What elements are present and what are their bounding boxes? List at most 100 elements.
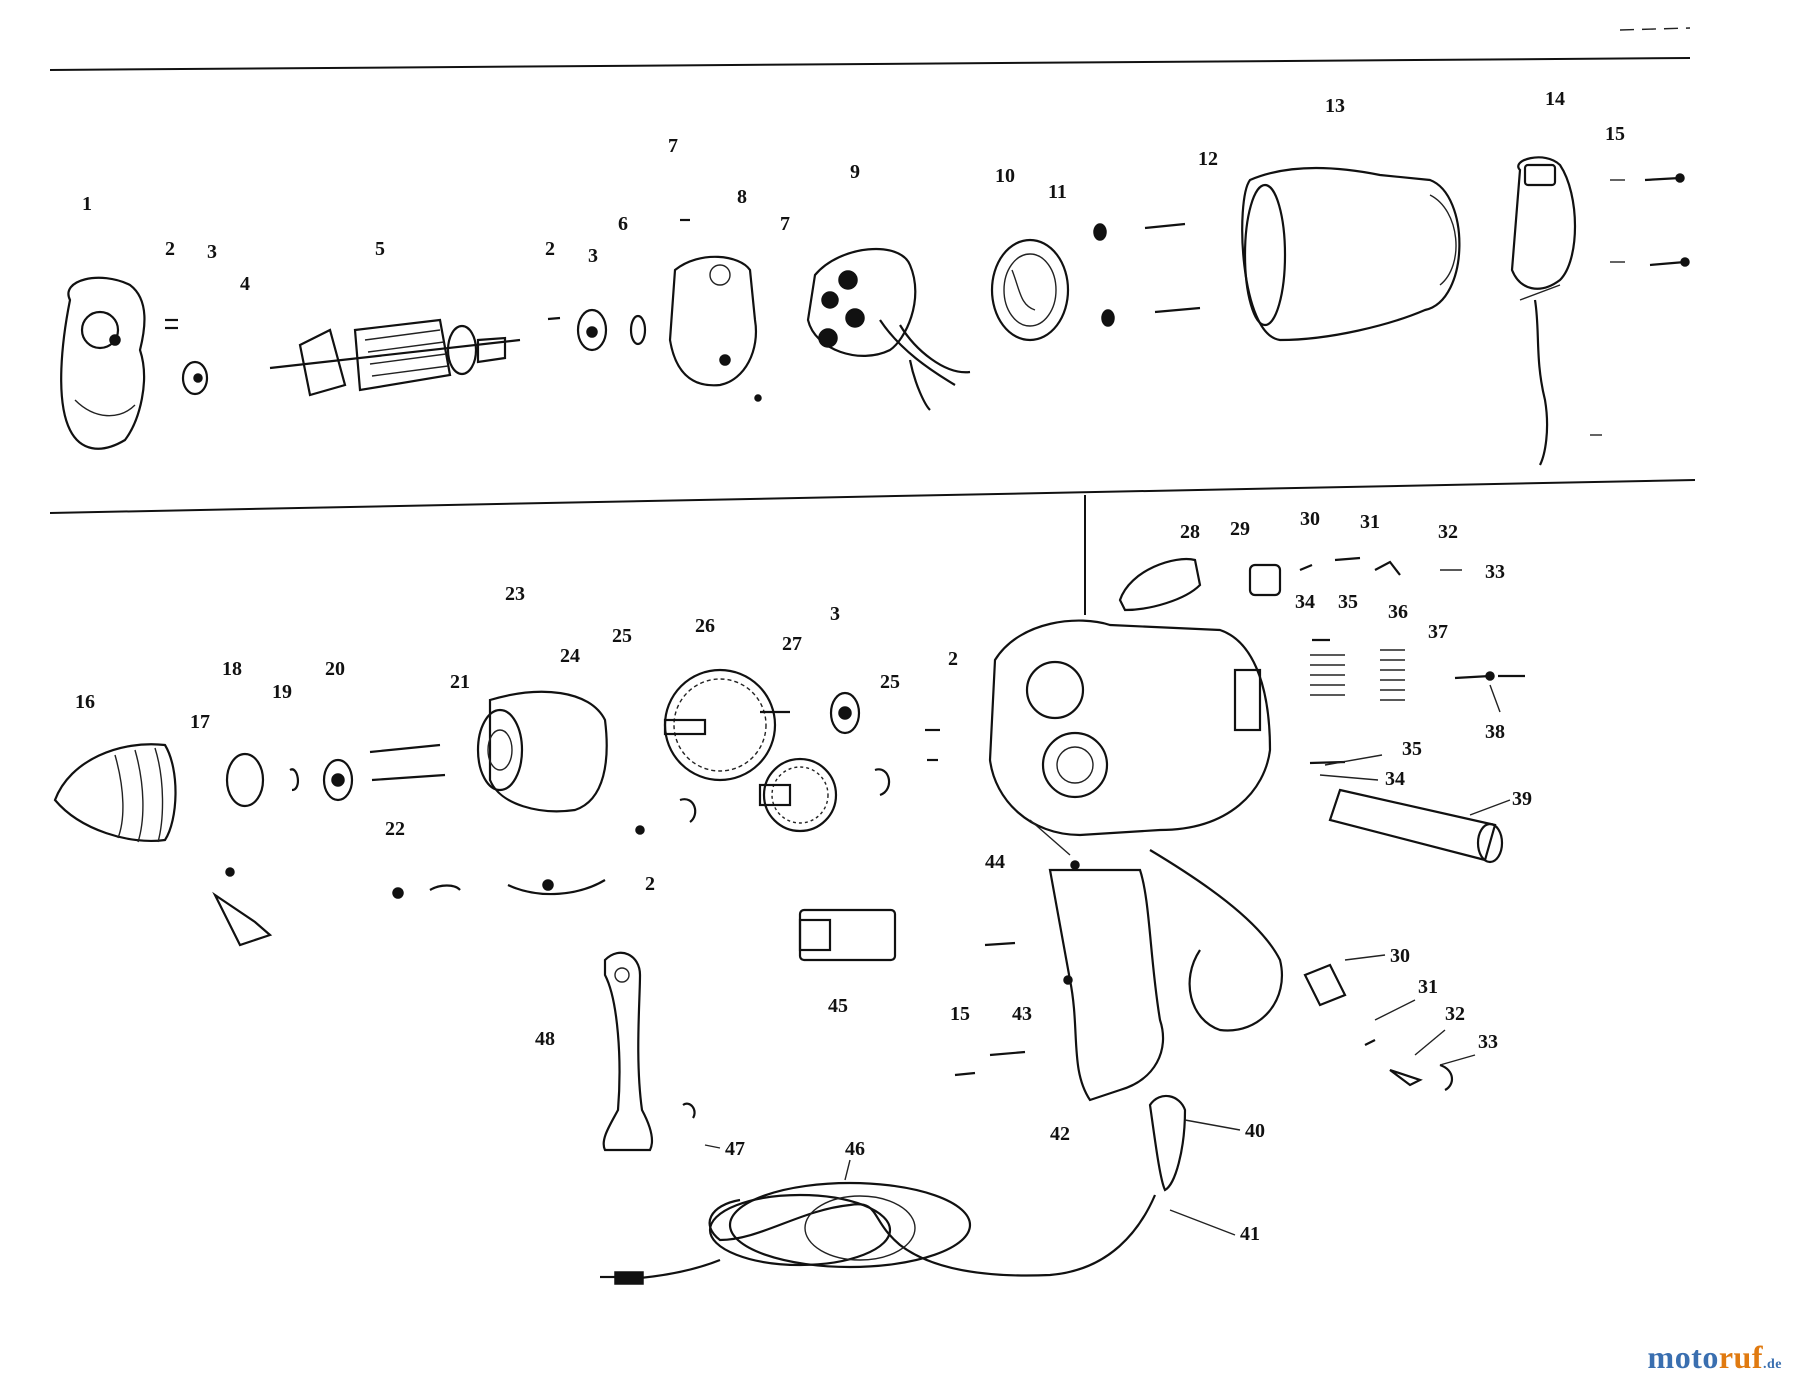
- label-48: 48: [535, 1028, 555, 1050]
- part-40-cord-guard: [1148, 1094, 1187, 1192]
- label-31b: 31: [1418, 976, 1438, 998]
- label-13: 13: [1325, 95, 1345, 117]
- label-20: 20: [325, 658, 345, 680]
- label-22: 22: [385, 818, 405, 840]
- part-14-handle: [1510, 156, 1602, 466]
- part-38-screw: [1454, 671, 1525, 681]
- label-2c: 2: [948, 648, 958, 670]
- part-23-pin: [212, 867, 273, 947]
- label-41: 41: [1240, 1223, 1260, 1245]
- part-30-33-lower-switch-parts: [1303, 963, 1453, 1091]
- label-47: 47: [725, 1138, 745, 1160]
- label-6: 6: [618, 213, 628, 235]
- label-32b: 32: [1445, 1003, 1465, 1025]
- label-3: 3: [207, 241, 217, 263]
- part-47-small-clip: [682, 1102, 696, 1119]
- motoruf-watermark-logo: motoruf.de: [1647, 1339, 1782, 1375]
- label-11: 11: [1048, 181, 1067, 203]
- label-42: 42: [1050, 1123, 1070, 1145]
- part-22-pin: [392, 884, 461, 899]
- part-24-gear-housing: [476, 690, 608, 813]
- label-25b: 25: [880, 671, 900, 693]
- label-27: 27: [782, 633, 802, 655]
- label-3b: 3: [588, 245, 598, 267]
- part-17-18-19-rings: [225, 752, 299, 808]
- part-2-arc: [507, 879, 606, 896]
- label-25: 25: [612, 625, 632, 647]
- label-35b: 35: [1402, 738, 1422, 760]
- part-13-motor-housing: [1241, 166, 1461, 342]
- part-44-handle-half: [1048, 860, 1165, 1102]
- label-43: 43: [1012, 1003, 1032, 1025]
- label-18: 18: [222, 658, 242, 680]
- top-rule: [49, 57, 1691, 71]
- top-right-dashes: [1619, 27, 1691, 31]
- label-15: 15: [1605, 123, 1625, 145]
- label-37: 37: [1428, 621, 1448, 643]
- part-15-43-screws: [954, 941, 1026, 1077]
- part-6-8-bracket: [668, 218, 762, 402]
- part-20-bearing: [322, 758, 354, 802]
- part-3-small: [635, 798, 697, 835]
- part-48-chuck-key: [602, 951, 654, 1152]
- label-26: 26: [695, 615, 715, 637]
- part-2-3-washers: [165, 318, 209, 396]
- label-5: 5: [375, 238, 385, 260]
- dash-marks: [925, 728, 940, 762]
- label-33: 33: [1485, 561, 1505, 583]
- leader-lines: [704, 684, 1511, 1236]
- label-15b: 15: [950, 1003, 970, 1025]
- label-16: 16: [75, 691, 95, 713]
- label-46: 46: [845, 1138, 865, 1160]
- label-9: 9: [850, 161, 860, 183]
- middle-rule-right: [49, 479, 1696, 514]
- label-39: 39: [1512, 788, 1532, 810]
- part-39-side-handle: [1328, 788, 1504, 864]
- label-34: 34: [1295, 591, 1315, 613]
- part-9-field-coil: [806, 247, 971, 411]
- part-labels: 1 2 3 4 5 2 3 6 7 8 7 9 10 11 12 13 14 1…: [75, 88, 1625, 1245]
- label-4: 4: [240, 273, 250, 295]
- part-26-large-gear: [663, 668, 790, 782]
- part-28-29-switch-parts: [1118, 557, 1282, 612]
- label-34b: 34: [1385, 768, 1405, 790]
- label-21: 21: [450, 671, 470, 693]
- label-30b: 30: [1390, 945, 1410, 967]
- part-15-screws: [1610, 173, 1690, 267]
- part-1-end-housing: [60, 276, 146, 450]
- label-44: 44: [985, 851, 1005, 873]
- label-2: 2: [165, 238, 175, 260]
- part-34-37-trigger-spring: [1309, 638, 1405, 765]
- label-19: 19: [272, 681, 292, 703]
- label-12: 12: [1198, 148, 1218, 170]
- part-25-bearing: [829, 691, 891, 797]
- label-38: 38: [1485, 721, 1505, 743]
- label-35: 35: [1338, 591, 1358, 613]
- label-40: 40: [1245, 1120, 1265, 1142]
- label-33b: 33: [1478, 1031, 1498, 1053]
- part-21-shafts: [369, 743, 446, 782]
- label-7: 7: [668, 135, 678, 157]
- label-10: 10: [995, 165, 1015, 187]
- part-10-stator: [990, 238, 1070, 342]
- label-3c: 3: [830, 603, 840, 625]
- part-2-3-bearing-washers: [547, 308, 647, 352]
- label-32: 32: [1438, 521, 1458, 543]
- part-45-switch: [798, 908, 897, 962]
- part-5-armature: [269, 318, 521, 397]
- label-1: 1: [82, 193, 92, 215]
- part-11-screws: [1093, 222, 1201, 327]
- label-8: 8: [737, 186, 747, 208]
- part-16-chuck: [53, 743, 177, 843]
- part-27-pinion-gear: [758, 757, 838, 833]
- label-23: 23: [505, 583, 525, 605]
- part-30-33-switch-small: [1299, 556, 1462, 576]
- label-45: 45: [828, 995, 848, 1017]
- label-17: 17: [190, 711, 210, 733]
- label-14: 14: [1545, 88, 1565, 110]
- part-main-gear-housing: [988, 619, 1283, 1032]
- part-41-46-power-cord: [600, 1181, 1157, 1285]
- label-24: 24: [560, 645, 580, 667]
- label-28: 28: [1180, 521, 1200, 543]
